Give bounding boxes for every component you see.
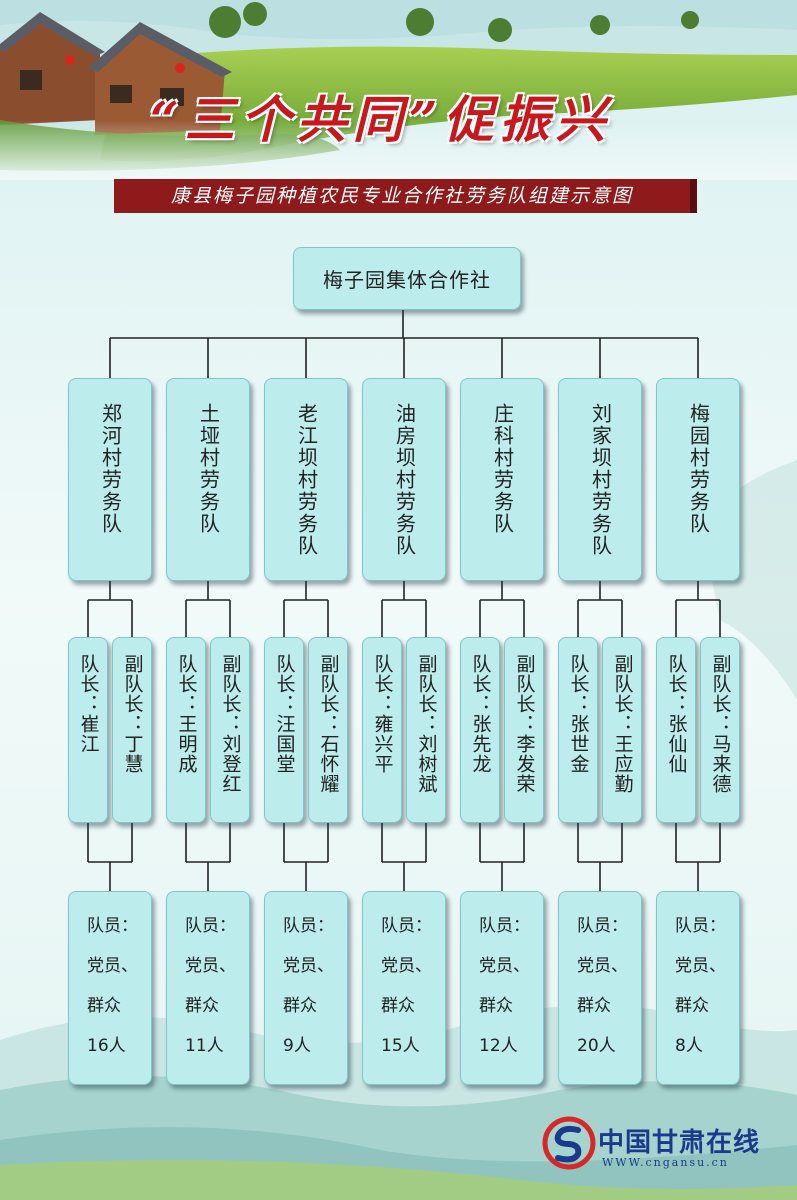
members-line: 队员： [381,916,432,936]
deputy-name: 副队长：刘登红 [219,654,242,794]
deputy-name: 副队长：石怀耀 [317,654,340,794]
leader-box: 队长：张仙仙 [656,637,696,823]
cngansu-logo-icon [542,1116,596,1170]
members-line: 16人 [87,1036,126,1056]
members-box: 队员： 党员、群众 11人 [166,891,250,1085]
members-line: 党员、 [185,956,236,976]
members-line: 群众 [381,996,415,1016]
team-name: 梅园村劳务队 [686,403,711,535]
leader-box: 队长：王明成 [166,637,206,823]
leader-name: 队长：张世金 [567,654,590,774]
leader-box: 队长：雍兴平 [362,637,402,823]
team-box: 刘家坝村劳务队 [558,378,642,581]
members-line: 队员： [675,916,726,936]
members-line: 党员、 [87,956,138,976]
leader-box: 队长：张先龙 [460,637,500,823]
members-line: 队员： [87,916,138,936]
leader-box: 队长：张世金 [558,637,598,823]
deputy-box: 副队长：刘登红 [210,637,250,823]
deputy-box: 副队长：刘树斌 [406,637,446,823]
members-box: 队员： 党员、群众 8人 [656,891,740,1085]
leader-name: 队长：张先龙 [469,654,492,774]
team-name: 土垭村劳务队 [196,403,221,535]
members-line: 群众 [577,996,611,1016]
team-name: 庄科村劳务队 [490,403,515,535]
members-line: 11人 [185,1036,224,1056]
logo-name: 中国甘肃在线 [598,1128,761,1158]
team-box: 郑河村劳务队 [68,378,152,581]
deputy-box: 副队长：丁慧 [112,637,152,823]
members-line: 15人 [381,1036,420,1056]
deputy-box: 副队长：王应勤 [602,637,642,823]
members-box: 队员： 党员、群众 20人 [558,891,642,1085]
deputy-name: 副队长：王应勤 [611,654,634,794]
members-line: 群众 [479,996,513,1016]
deputy-box: 副队长：石怀耀 [308,637,348,823]
leader-name: 队长：王明成 [175,654,198,774]
leader-name: 队长：雍兴平 [371,654,394,774]
deputy-box: 副队长：马来德 [700,637,740,823]
deputy-name: 副队长：李发荣 [513,654,536,794]
team-box: 庄科村劳务队 [460,378,544,581]
members-box: 队员： 党员、群众 9人 [264,891,348,1085]
team-box: 土垭村劳务队 [166,378,250,581]
members-line: 党员、 [675,956,726,976]
logo-url[interactable]: WWW.cngansu.cn [602,1156,729,1169]
members-line: 党员、 [577,956,628,976]
members-line: 队员： [479,916,530,936]
leader-box: 队长：崔江 [68,637,108,823]
members-line: 20人 [577,1036,616,1056]
members-line: 8人 [675,1036,703,1056]
leader-name: 队长：张仙仙 [665,654,688,774]
members-line: 队员： [283,916,334,936]
team-name: 刘家坝村劳务队 [588,403,613,557]
leader-name: 队长：崔江 [77,654,100,754]
main-title: “三个共同”促振兴 [150,90,612,149]
members-line: 12人 [479,1036,518,1056]
subtitle-banner: 康县梅子园种植农民专业合作社劳务队组建示意图 [114,179,697,213]
root-cooperative-box: 梅子园集体合作社 [293,247,521,310]
members-line: 群众 [283,996,317,1016]
members-line: 群众 [185,996,219,1016]
team-name: 老江坝村劳务队 [294,403,319,557]
members-line: 队员： [185,916,236,936]
members-line: 党员、 [381,956,432,976]
deputy-name: 副队长：刘树斌 [415,654,438,794]
deputy-box: 副队长：李发荣 [504,637,544,823]
team-box: 老江坝村劳务队 [264,378,348,581]
members-line: 群众 [675,996,709,1016]
site-logo: 中国甘肃在线 WWW.cngansu.cn [542,1116,782,1176]
deputy-name: 副队长：丁慧 [121,654,144,774]
team-name: 郑河村劳务队 [98,403,123,535]
members-box: 队员： 党员、群众 15人 [362,891,446,1085]
team-box: 油房坝村劳务队 [362,378,446,581]
leader-box: 队长：汪国堂 [264,637,304,823]
members-line: 9人 [283,1036,311,1056]
members-box: 队员： 党员、群众 12人 [460,891,544,1085]
members-line: 群众 [87,996,121,1016]
leader-name: 队长：汪国堂 [273,654,296,774]
members-line: 队员： [577,916,628,936]
members-line: 党员、 [283,956,334,976]
members-box: 队员： 党员、群众 16人 [68,891,152,1085]
members-line: 党员、 [479,956,530,976]
deputy-name: 副队长：马来德 [709,654,732,794]
team-box: 梅园村劳务队 [656,378,740,581]
team-name: 油房坝村劳务队 [392,403,417,557]
